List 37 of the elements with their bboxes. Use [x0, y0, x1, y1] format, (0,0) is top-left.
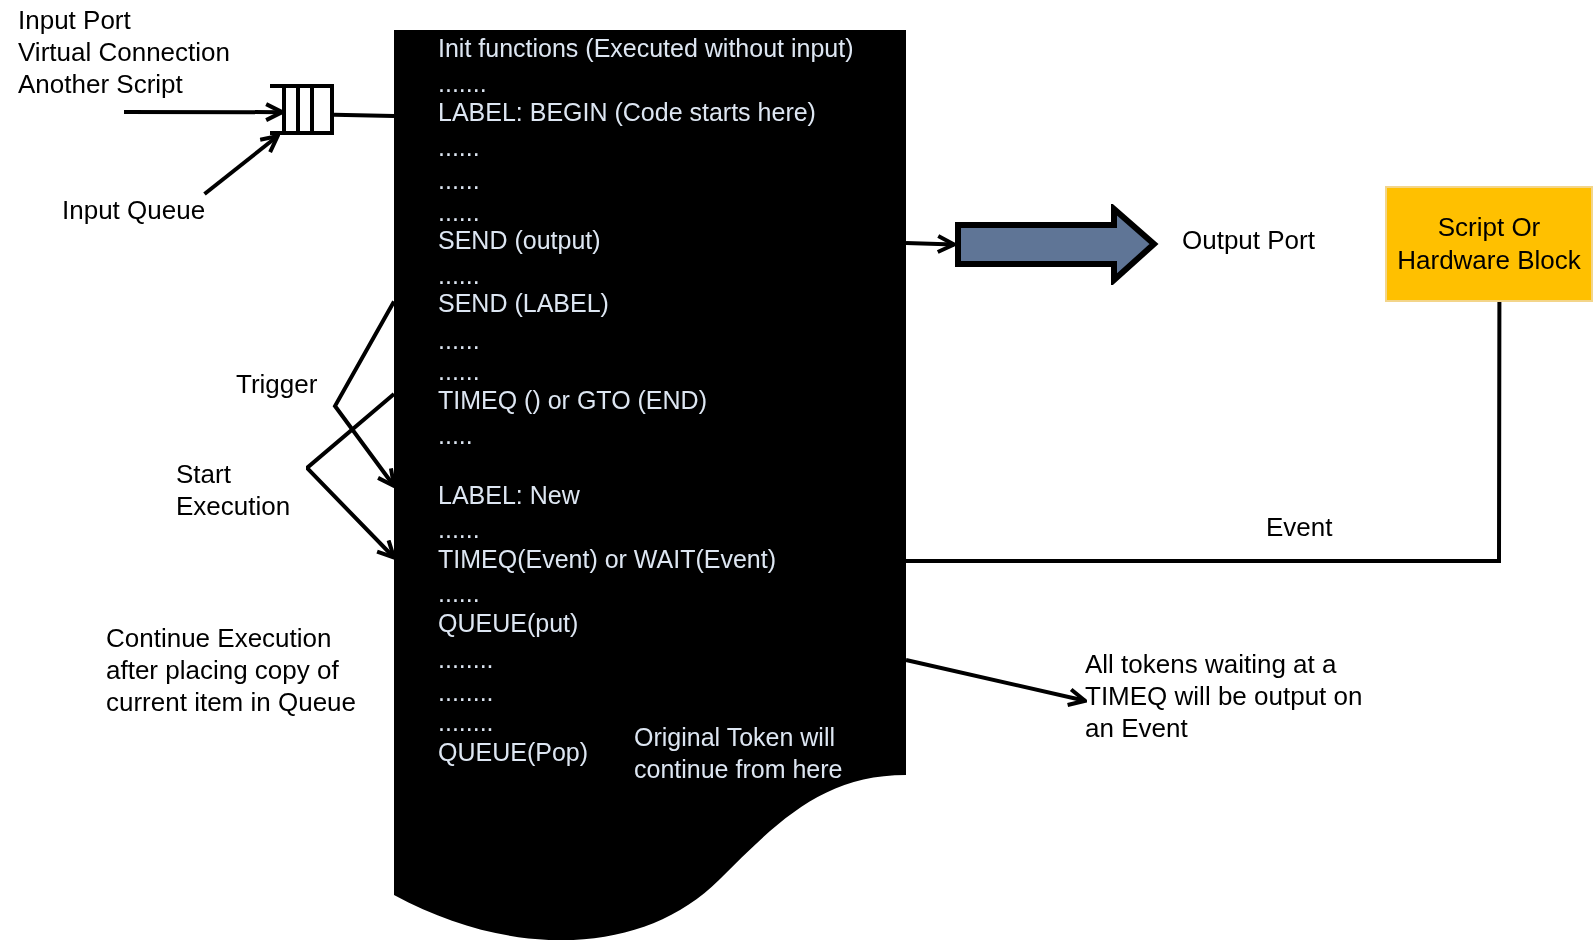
- note-text: Input Queue: [62, 194, 207, 226]
- code-line: QUEUE(put): [438, 608, 579, 638]
- arrow: [203, 134, 280, 196]
- code-line: ......: [438, 514, 480, 544]
- arrow: [905, 234, 956, 254]
- code-line: LABEL: BEGIN (Code starts here): [438, 97, 816, 127]
- code-line: LABEL: New: [438, 480, 580, 510]
- code-line: ......: [438, 325, 480, 355]
- code-line: ........: [438, 707, 494, 737]
- arrow: [124, 102, 285, 123]
- note-text: Virtual Connection: [18, 36, 230, 68]
- code-line: ......: [438, 165, 480, 195]
- code-line: ......: [438, 197, 480, 227]
- code-line: TIMEQ(Event) or WAIT(Event): [438, 544, 776, 574]
- note-text: All tokens waiting at a TIMEQ will be output on an Event: [1085, 648, 1364, 744]
- annotation-text: Output Port: [1182, 224, 1315, 256]
- code-line: TIMEQ () or GTO (END): [438, 385, 707, 415]
- code-line: ........: [438, 644, 494, 674]
- arrow: [905, 658, 1087, 708]
- code-line: SEND (LABEL): [438, 288, 609, 318]
- arrow: [332, 300, 396, 488]
- code-line: QUEUE(Pop): [438, 737, 589, 767]
- note-text: Continue Execution after placing copy of current item in Queue: [106, 622, 357, 718]
- code-line: SEND (output): [438, 225, 601, 255]
- note-text: Another Script: [18, 68, 183, 100]
- code-line: ......: [438, 132, 480, 162]
- code-line: Init functions (Executed without input): [438, 33, 854, 63]
- note-text: Input Port: [18, 4, 131, 36]
- code-line: .....: [438, 420, 473, 450]
- process-box: [1385, 186, 1593, 302]
- code-line: ........: [438, 677, 494, 707]
- annotation-text: Original Token will continue from here: [634, 722, 844, 785]
- code-line: ......: [438, 356, 480, 386]
- code-line: .......: [438, 68, 487, 98]
- code-line: ......: [438, 260, 480, 290]
- code-line: ......: [438, 578, 480, 608]
- block-label: Script Or Hardware Block: [1396, 211, 1582, 277]
